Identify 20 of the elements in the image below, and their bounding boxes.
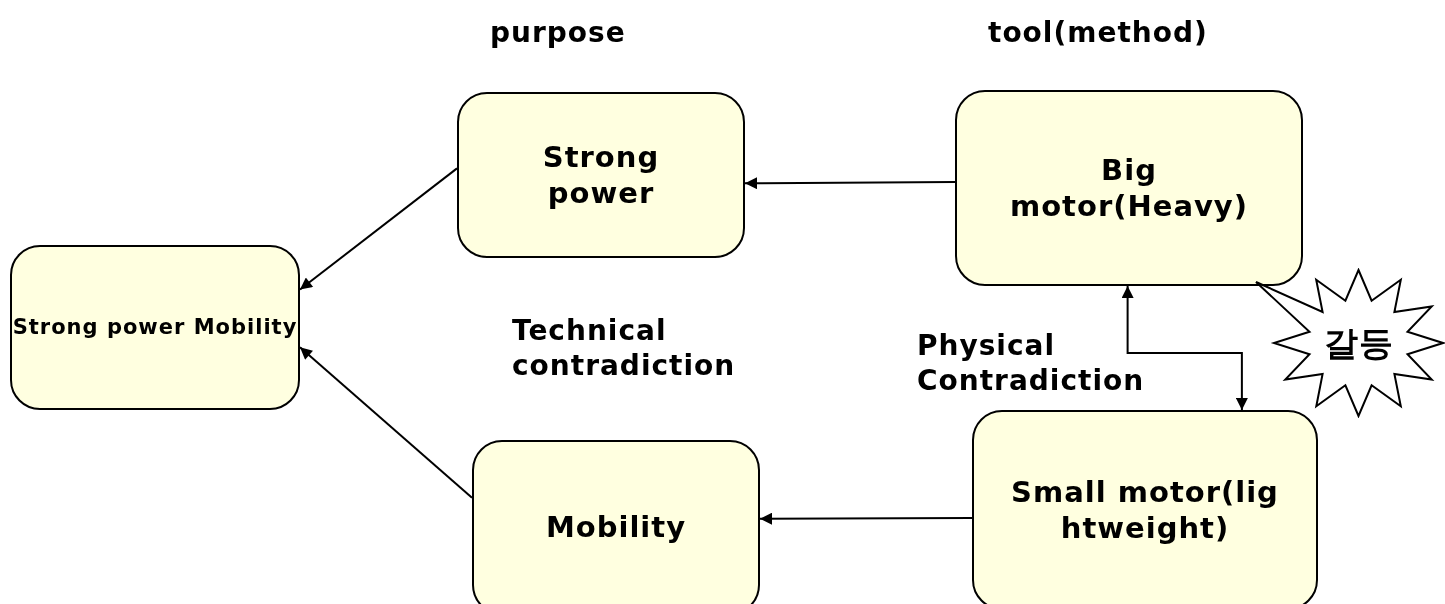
arrow: [759, 512, 973, 525]
node-label: Mobility: [545, 509, 687, 546]
annotation-text: tool(method): [988, 15, 1208, 50]
annotation-text: Physical Contradiction: [917, 328, 1146, 398]
node-label: 갈등: [1323, 321, 1394, 365]
rounded-box: [457, 92, 745, 258]
node-label: Big motor(Heavy): [1008, 151, 1250, 225]
node-label: Strong power Mobility: [12, 314, 298, 341]
arrow: [744, 177, 956, 190]
rounded-box: [972, 410, 1318, 604]
arrow: [1121, 285, 1248, 411]
annotation-text: Technical contradiction: [512, 313, 737, 383]
arrow: [299, 346, 473, 499]
annotation-text: purpose: [490, 15, 626, 50]
node-label: Small motor(lightweight): [1010, 473, 1280, 547]
rounded-box: [955, 90, 1303, 286]
rounded-box: [10, 245, 300, 410]
node-label: Strong power: [541, 138, 661, 212]
arrow: [299, 167, 458, 291]
rounded-box: [472, 440, 760, 604]
